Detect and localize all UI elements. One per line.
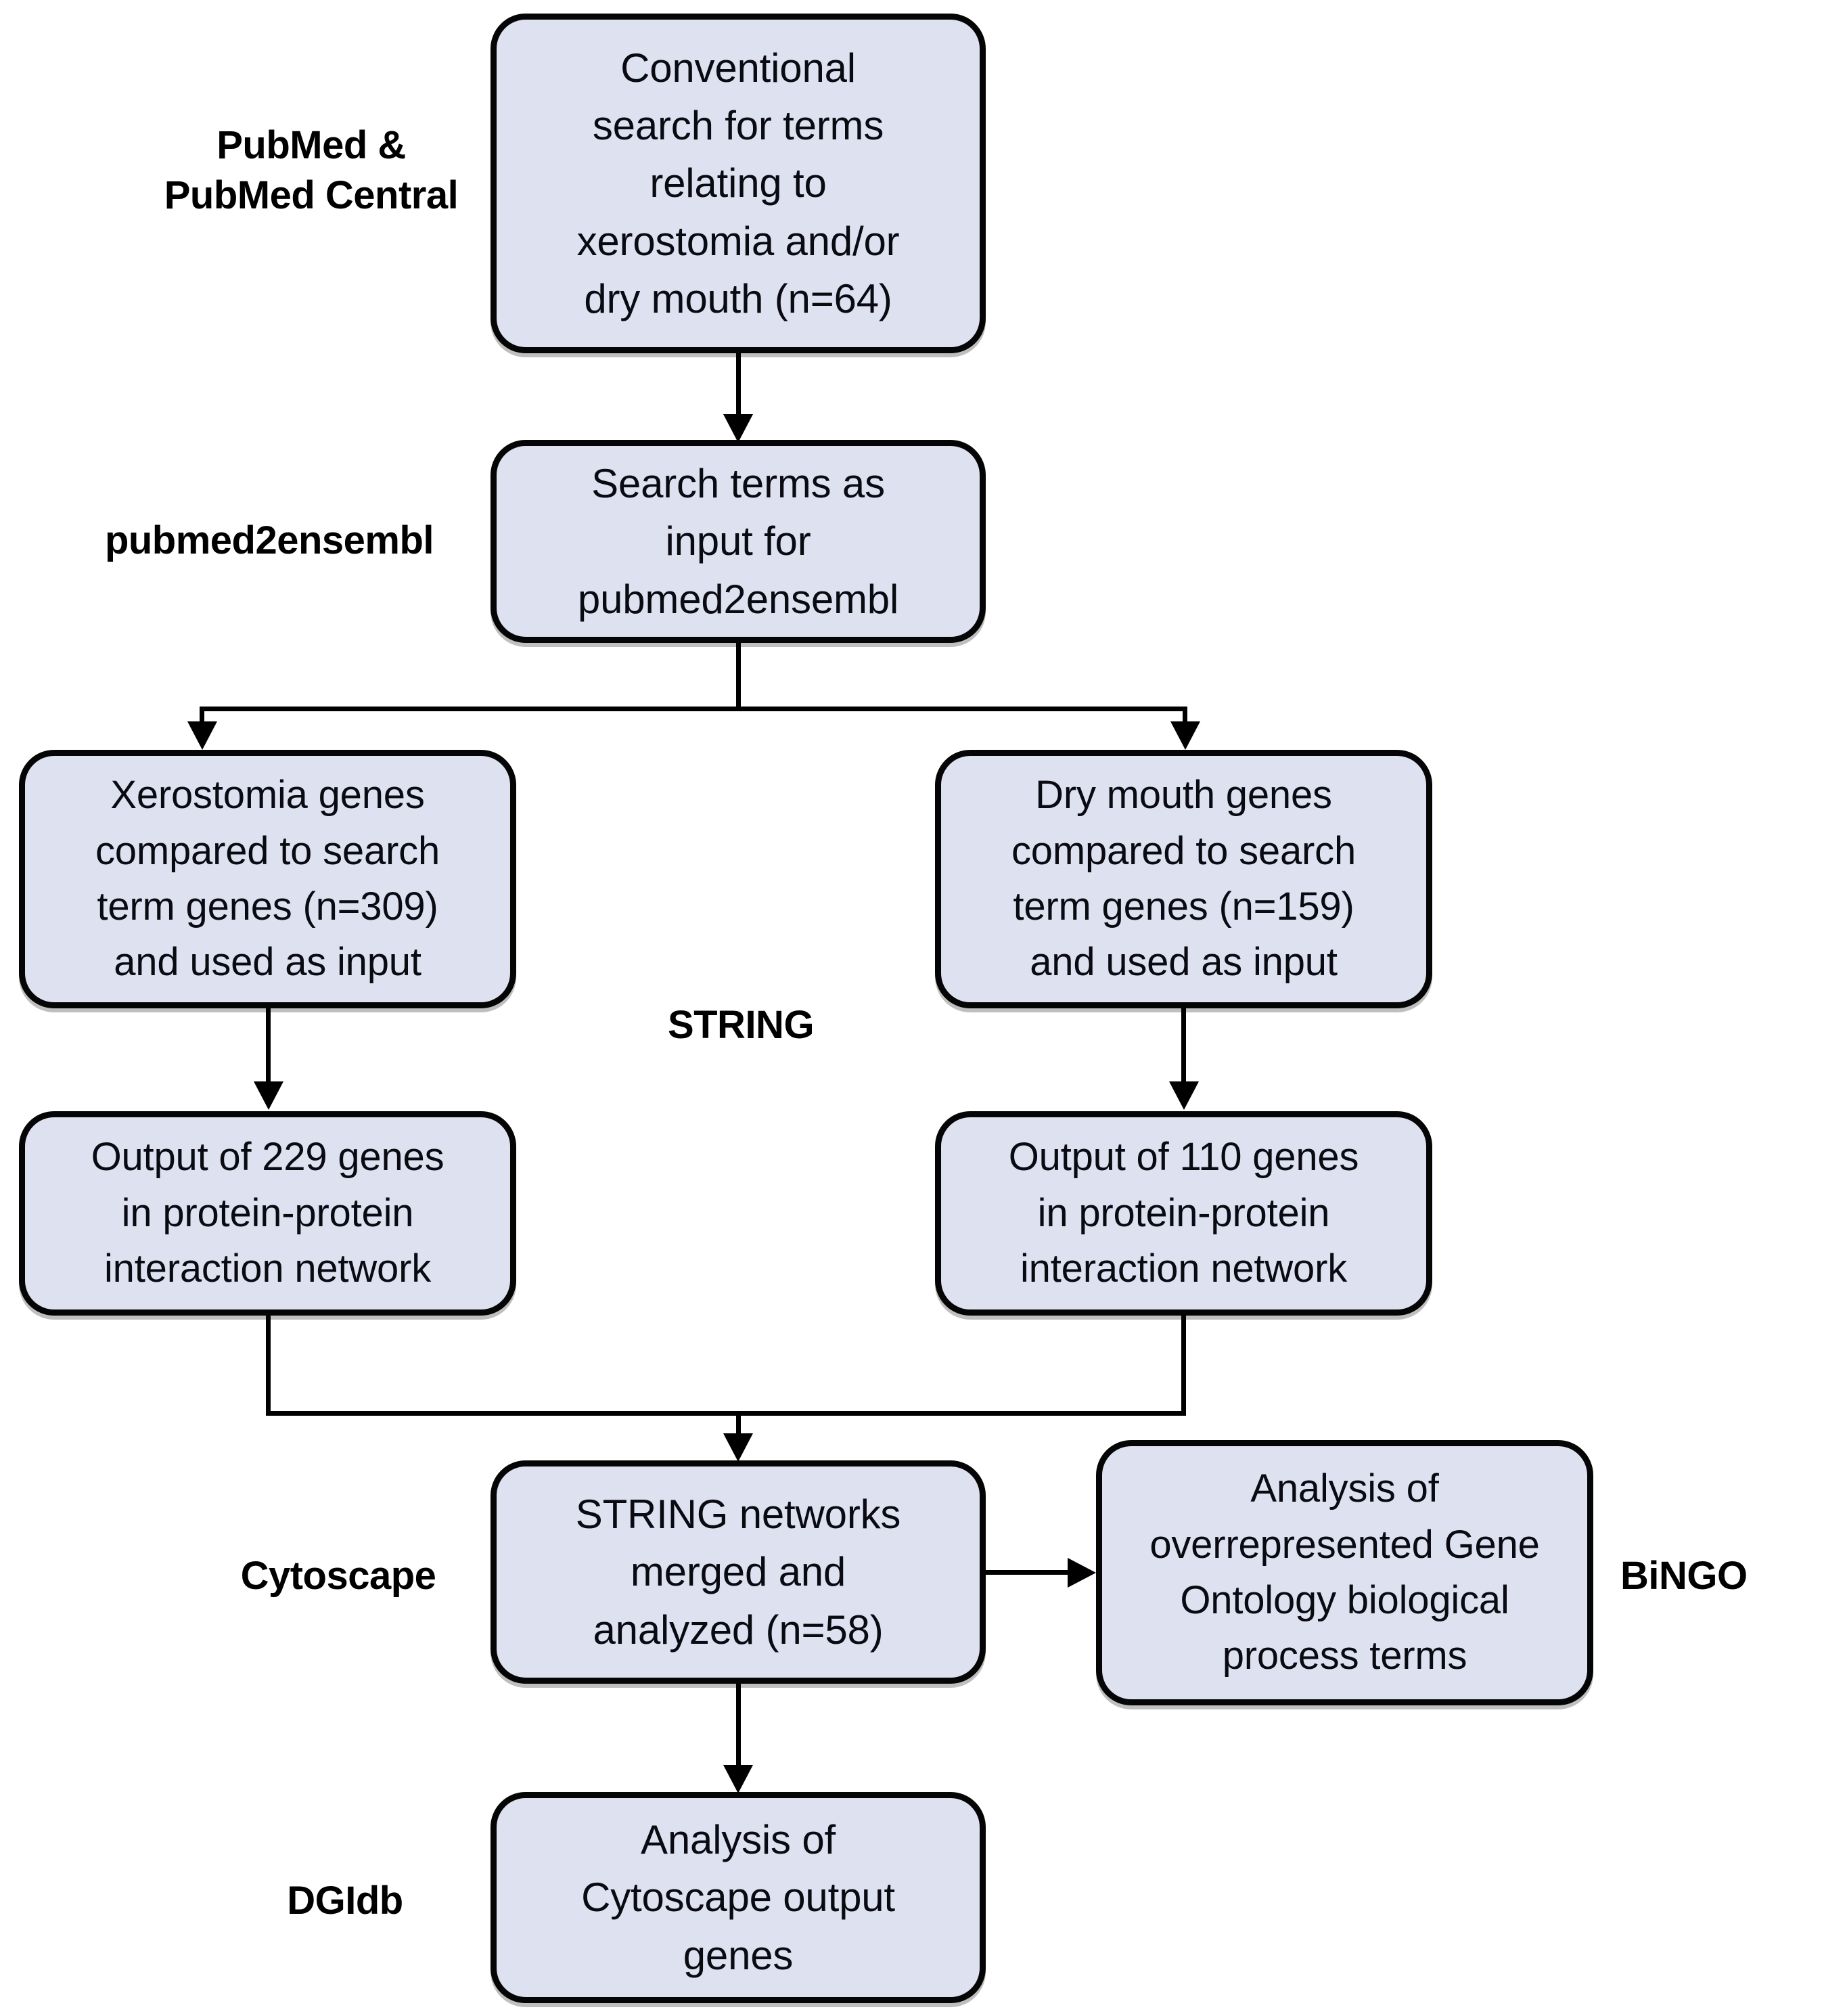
node-dry-mouth-genes: Dry mouth genes compared to search term … bbox=[935, 750, 1432, 1008]
node-dry-mouth-genes-text: Dry mouth genes compared to search term … bbox=[1011, 773, 1356, 985]
connector-merge-left-stem bbox=[266, 1316, 271, 1416]
node-xerostomia-genes: Xerostomia genes compared to search term… bbox=[19, 750, 516, 1008]
node-dgidb-analysis-text: Analysis of Cytoscape output genes bbox=[581, 1817, 895, 1978]
connector-merge-right-stem bbox=[1181, 1316, 1186, 1416]
node-output-110: Output of 110 genes in protein-protein i… bbox=[935, 1111, 1432, 1316]
connector-cyto-bingo-arrowhead bbox=[1068, 1558, 1096, 1588]
node-conventional-search-text: Conventional search for terms relating t… bbox=[576, 45, 900, 321]
node-output-110-text: Output of 110 genes in protein-protein i… bbox=[1008, 1135, 1359, 1291]
connector-right-3to4-line bbox=[1181, 1008, 1186, 1087]
connector-left-3to4-arrowhead bbox=[254, 1081, 283, 1110]
label-string: STRING bbox=[667, 1003, 815, 1047]
connector-split-stem bbox=[736, 643, 741, 709]
node-dgidb-analysis: Analysis of Cytoscape output genes bbox=[491, 1792, 986, 2003]
connector-merge-bar bbox=[266, 1411, 1186, 1416]
node-output-229: Output of 229 genes in protein-protein i… bbox=[19, 1111, 516, 1316]
connector-cyto-dgidb-arrowhead bbox=[723, 1765, 753, 1793]
node-string-networks-merged-text: STRING networks merged and analyzed (n=5… bbox=[575, 1492, 901, 1653]
connector-1-arrowhead bbox=[723, 414, 753, 443]
connector-split-right-drop bbox=[1183, 707, 1187, 727]
node-xerostomia-genes-text: Xerostomia genes compared to search term… bbox=[95, 773, 440, 985]
connector-split-right-arrowhead bbox=[1170, 721, 1200, 750]
node-string-networks-merged: STRING networks merged and analyzed (n=5… bbox=[491, 1460, 986, 1684]
connector-cyto-bingo-line bbox=[986, 1570, 1072, 1575]
label-pubmed: PubMed & PubMed Central bbox=[164, 123, 459, 218]
node-search-terms-input-text: Search terms as input for pubmed2ensembl bbox=[577, 461, 899, 622]
node-search-terms-input: Search terms as input for pubmed2ensembl bbox=[491, 440, 986, 643]
label-cytoscape: Cytoscape bbox=[240, 1554, 436, 1598]
connector-cyto-dgidb-line bbox=[736, 1684, 741, 1772]
node-conventional-search: Conventional search for terms relating t… bbox=[491, 14, 986, 353]
connector-split-left-arrowhead bbox=[187, 721, 217, 750]
label-pubmed2ensembl: pubmed2ensembl bbox=[104, 518, 434, 562]
connector-merge-arrowhead bbox=[723, 1433, 753, 1462]
connector-merge-drop bbox=[736, 1411, 741, 1453]
node-bingo-analysis: Analysis of overrepresented Gene Ontolog… bbox=[1096, 1440, 1593, 1705]
connector-1-line bbox=[736, 353, 741, 421]
connector-split-bar bbox=[200, 707, 1187, 711]
label-bingo: BiNGO bbox=[1620, 1554, 1748, 1598]
node-bingo-analysis-text: Analysis of overrepresented Gene Ontolog… bbox=[1149, 1466, 1540, 1678]
node-output-229-text: Output of 229 genes in protein-protein i… bbox=[91, 1135, 444, 1291]
label-dgidb: DGIdb bbox=[287, 1879, 403, 1923]
connector-right-3to4-arrowhead bbox=[1169, 1081, 1199, 1110]
connector-split-left-drop bbox=[200, 707, 204, 727]
connector-left-3to4-line bbox=[266, 1008, 271, 1087]
